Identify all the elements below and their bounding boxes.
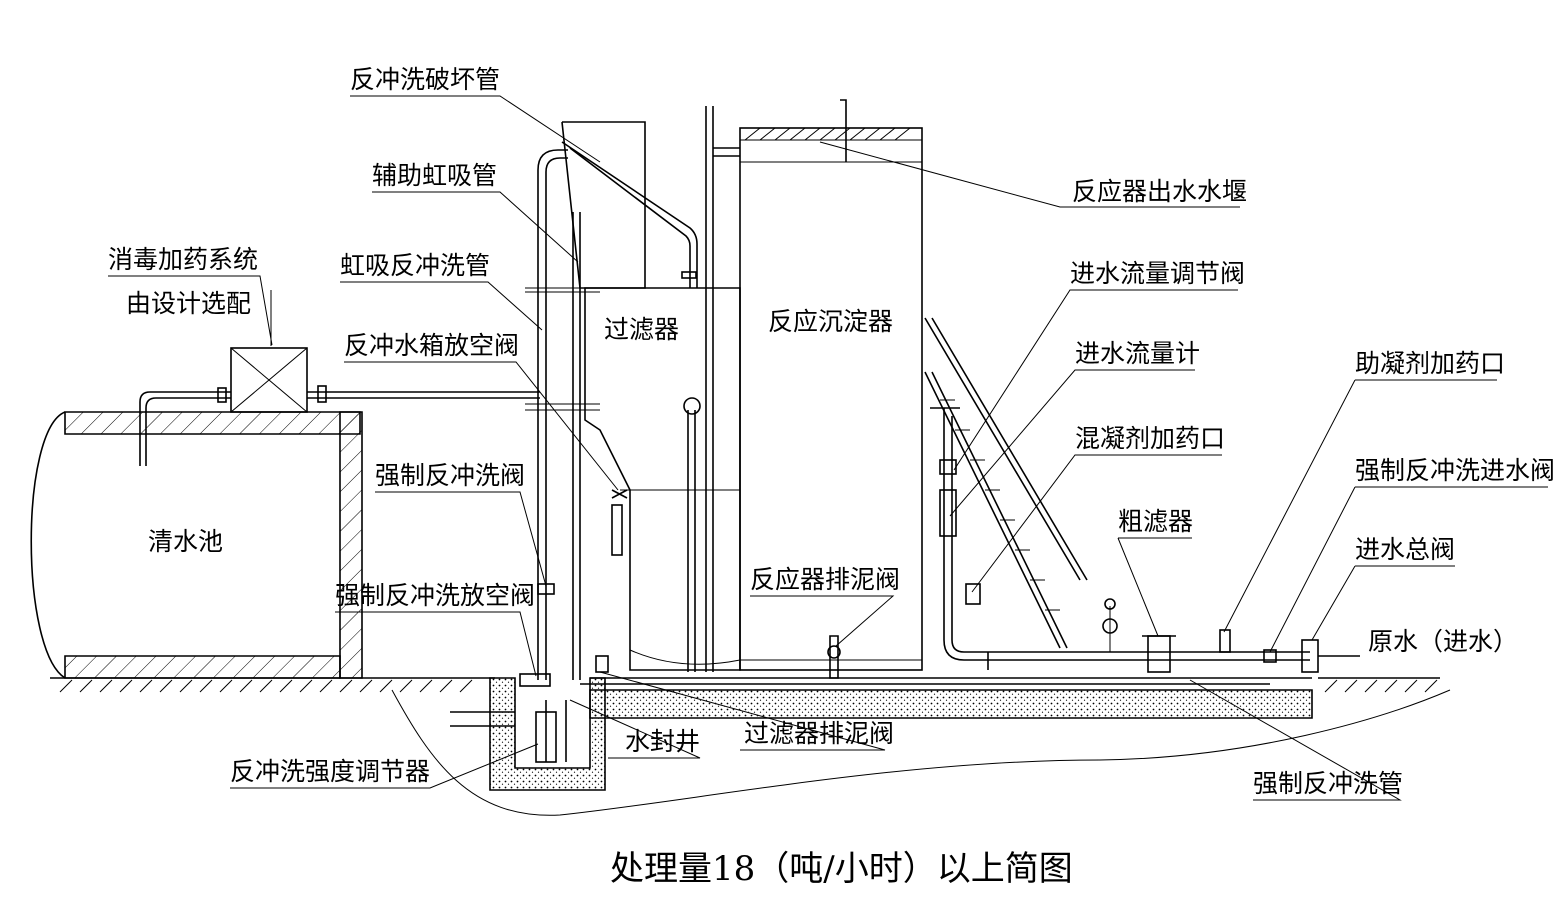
label-coagulant-aid-port: 助凝剂加药口 [1355, 349, 1505, 378]
label-reactor-sludge-valve: 反应器排泥阀 [750, 565, 900, 594]
label-filter-sludge-valve: 过滤器排泥阀 [744, 719, 894, 748]
label-backwash-break-pipe: 反冲洗破坏管 [350, 65, 500, 94]
label-inlet-flow-valve: 进水流量调节阀 [1070, 259, 1245, 288]
label-disinfection-line2: 由设计选配 [126, 289, 251, 318]
reactor-settler [713, 99, 923, 679]
label-forced-backwash-drain-valve: 强制反冲洗放空阀 [335, 581, 535, 610]
diagram-labels: 反冲洗破坏管 辅助虹吸管 消毒加药系统 由设计选配 虹吸反冲洗管 反冲水箱放空阀… [108, 65, 1555, 889]
disinfection-system [139, 290, 540, 466]
label-aux-siphon-pipe: 辅助虹吸管 [372, 161, 497, 190]
leader-lines [108, 95, 1548, 801]
backwash-tank [561, 121, 698, 289]
filter-vessel [584, 106, 741, 672]
label-coarse-filter: 粗滤器 [1118, 507, 1193, 536]
label-forced-backwash-valve: 强制反冲洗阀 [375, 461, 525, 490]
foundation [450, 655, 1313, 791]
label-siphon-backwash-pipe: 虹吸反冲洗管 [340, 251, 490, 280]
label-reactor-settler: 反应沉淀器 [768, 307, 893, 336]
label-raw-water: 原水（进水） [1368, 627, 1518, 656]
label-backwash-intensity-regulator: 反冲洗强度调节器 [230, 757, 430, 786]
access-ladder [924, 317, 1088, 649]
label-inlet-flowmeter: 进水流量计 [1075, 339, 1200, 368]
label-water-seal-well: 水封井 [625, 727, 700, 756]
label-tank-drain-valve: 反冲水箱放空阀 [344, 331, 519, 360]
label-forced-backwash-pipe: 强制反冲洗管 [1253, 769, 1403, 798]
siphon-pipes [525, 149, 600, 680]
label-coagulant-port: 混凝剂加药口 [1075, 424, 1225, 453]
label-disinfection-line1: 消毒加药系统 [108, 245, 258, 274]
label-clear-water-tank: 清水池 [148, 527, 223, 556]
diagram-title: 处理量18（吨/小时）以上简图 [610, 849, 1073, 889]
label-forced-backwash-inlet-valve: 强制反冲洗进水阀 [1355, 456, 1555, 485]
label-main-inlet-valve: 进水总阀 [1355, 535, 1455, 564]
label-filter: 过滤器 [604, 315, 679, 344]
label-reactor-outlet-weir: 反应器出水水堰 [1072, 177, 1247, 206]
site-boundary [391, 689, 1451, 816]
